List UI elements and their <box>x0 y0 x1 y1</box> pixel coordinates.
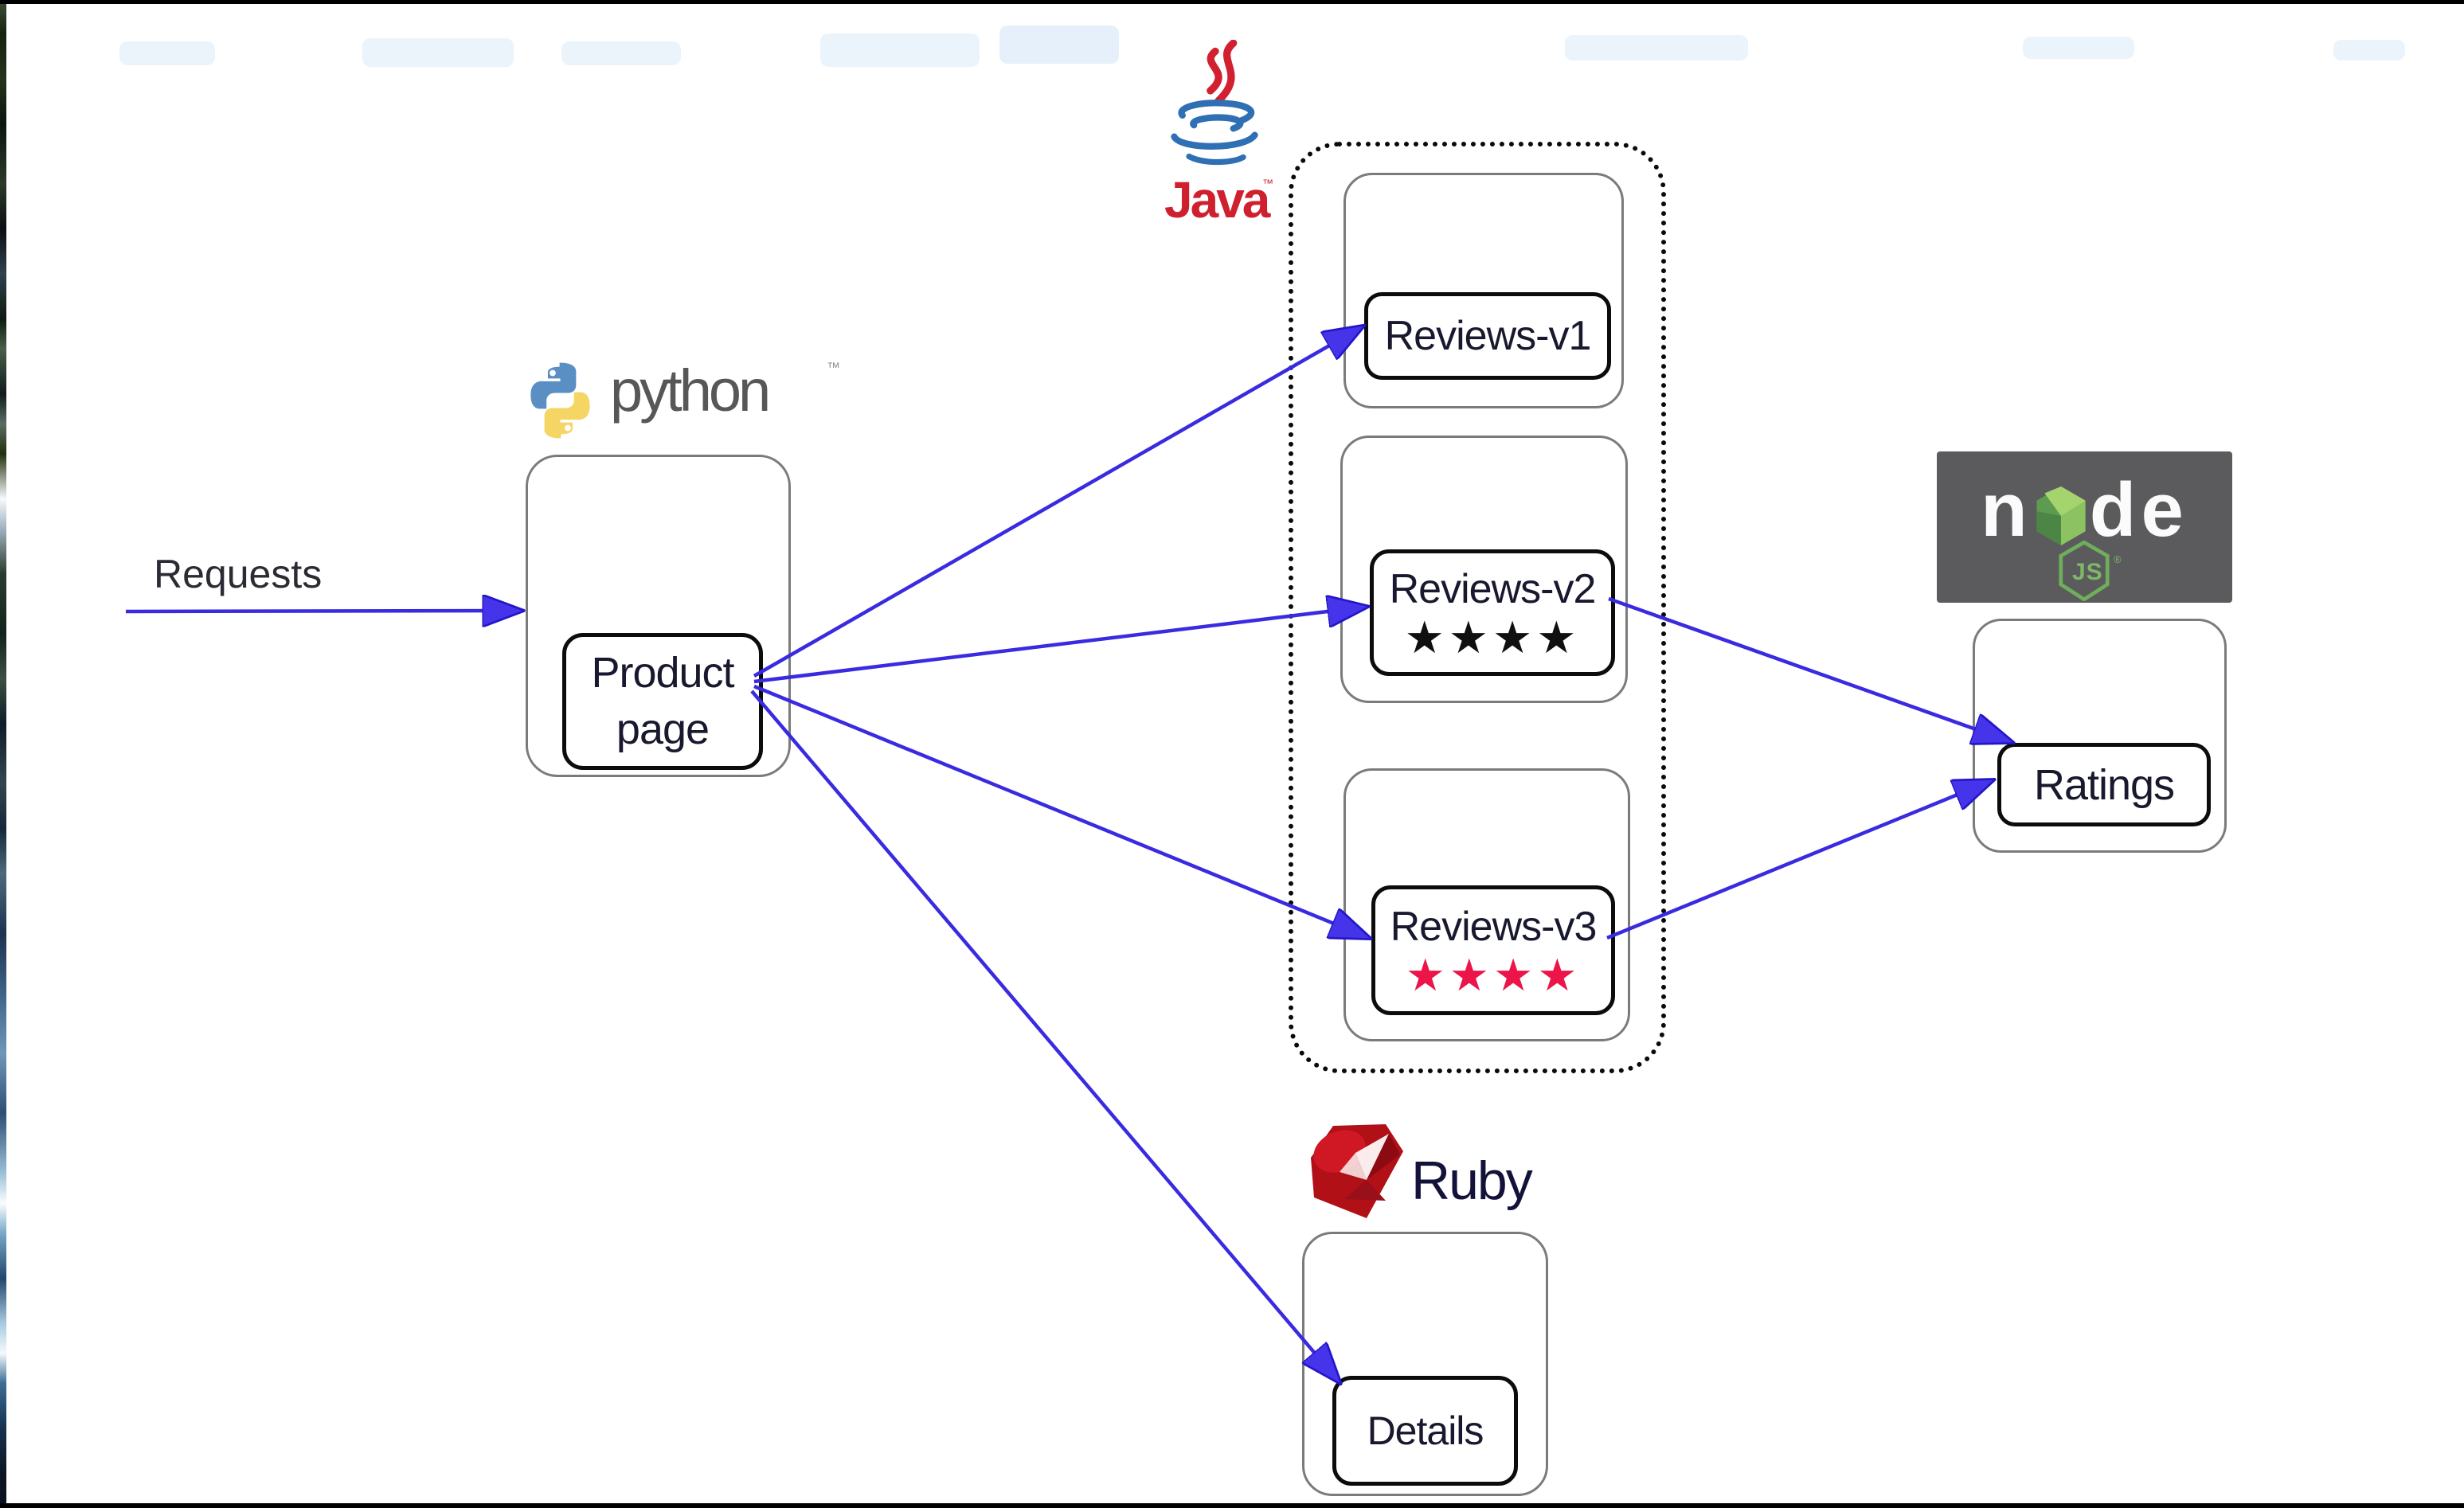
arrow-productpage-to-reviews-v2 <box>753 607 1367 684</box>
ghost-smudge <box>999 25 1119 64</box>
nodejs-hexagon-icon <box>2036 486 2086 545</box>
top-edge-bar <box>0 0 2464 4</box>
ruby-wordmark: Ruby <box>1411 1151 1533 1211</box>
python-wordmark: python <box>610 357 771 424</box>
arrow-productpage-to-reviews-v3 <box>753 684 1369 938</box>
ghost-smudge <box>362 38 514 67</box>
arrow-productpage-to-details <box>750 690 1340 1382</box>
java-trademark: ™ <box>1262 177 1273 189</box>
ghost-smudge <box>820 33 980 67</box>
arrow-productpage-to-reviews-v1 <box>753 326 1363 678</box>
ratings-label: Ratings <box>2033 760 2175 809</box>
nodejs-letters-de: de <box>2089 467 2188 553</box>
nodejs-wordmark: n de <box>1937 472 2232 549</box>
details-node: Details <box>1332 1376 1518 1486</box>
reviews-v3-stars: ★★★★ <box>1405 949 1582 1002</box>
reviews-v1-node: Reviews-v1 <box>1364 292 1611 380</box>
product-page-node: Product page <box>562 633 763 770</box>
python-icon <box>530 362 590 439</box>
details-label: Details <box>1367 1408 1484 1453</box>
python-trademark: ™ <box>827 360 840 375</box>
product-page-label: Product page <box>591 648 734 753</box>
nodejs-logo: n de JS ® <box>1937 451 2232 603</box>
nodejs-js-hexagon-icon <box>2059 541 2110 601</box>
ghost-smudge <box>119 41 215 65</box>
requests-label: Requests <box>154 552 323 596</box>
nodejs-registered-mark: ® <box>2114 553 2122 565</box>
left-wallpaper-strip <box>0 4 6 1503</box>
ruby-icon <box>1311 1124 1403 1218</box>
reviews-v3-label: Reviews-v3 <box>1390 903 1598 950</box>
ghost-smudge <box>2023 37 2134 59</box>
java-icon <box>1171 40 1258 166</box>
reviews-v3-node: Reviews-v3 ★★★★ <box>1371 885 1615 1015</box>
reviews-v2-node: Reviews-v2 ★★★★ <box>1370 549 1615 676</box>
reviews-v1-label: Reviews-v1 <box>1384 313 1592 359</box>
bottom-edge-bar <box>0 1503 2464 1508</box>
ghost-smudge <box>2333 40 2405 61</box>
nodejs-letter-n: n <box>1981 467 2032 553</box>
ratings-node: Ratings <box>1997 743 2211 826</box>
nodejs-js-label: JS <box>2072 559 2103 585</box>
ghost-smudge <box>561 41 681 65</box>
ghost-smudge <box>1565 35 1748 61</box>
reviews-v2-label: Reviews-v2 <box>1389 565 1597 612</box>
arrow-reviews-v2-to-ratings <box>1608 596 2012 742</box>
java-wordmark: Java <box>1164 171 1270 229</box>
reviews-v2-stars: ★★★★ <box>1404 611 1581 664</box>
